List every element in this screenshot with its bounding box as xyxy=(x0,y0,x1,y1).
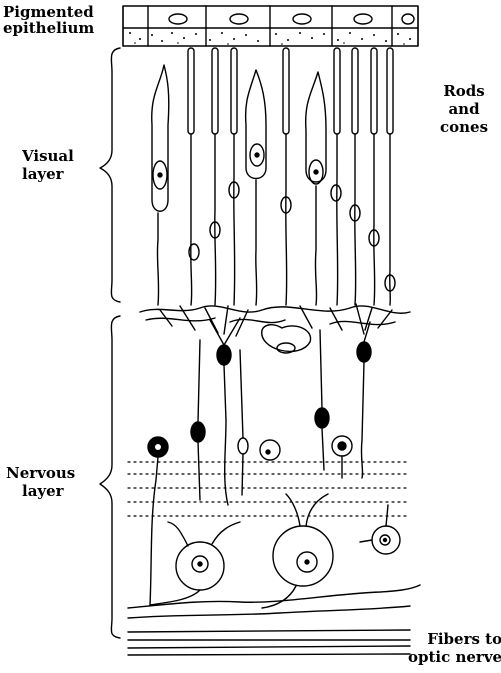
bipolar-cells xyxy=(191,318,371,505)
rod-cell xyxy=(331,48,341,305)
rod-cell xyxy=(281,48,291,305)
rods-label-line1: Rods xyxy=(440,82,488,100)
nervous-layer-brace xyxy=(100,316,120,638)
fibers-label-line1: Fibers to xyxy=(408,630,501,648)
rods-label-line2: and xyxy=(440,100,488,118)
visual-layer-brace xyxy=(100,48,120,302)
ganglion-cells xyxy=(150,494,400,608)
pigment-epithelium-layer xyxy=(123,6,418,46)
pigmented-epithelium-label: Pigmented epithelium xyxy=(3,4,94,36)
inner-plexiform-layer xyxy=(128,462,410,516)
rods-and-cones-label: Rods and cones xyxy=(440,82,488,136)
visual-layer-label: Visual layer xyxy=(22,147,74,183)
rod-cell xyxy=(188,48,199,305)
pigmented-epithelium-line1: Pigmented xyxy=(3,4,94,20)
rods-label-line3: cones xyxy=(440,118,488,136)
cone-cell xyxy=(306,72,326,182)
nervous-layer-line2: layer xyxy=(6,482,75,500)
photoreceptors xyxy=(152,48,395,305)
pigmented-epithelium-line2: epithelium xyxy=(3,20,94,36)
rod-cell xyxy=(229,48,239,305)
fibers-label-line2: optic nerve xyxy=(408,648,501,666)
nervous-layer-label: Nervous layer xyxy=(6,464,75,500)
nervous-layer-line1: Nervous xyxy=(6,464,75,482)
optic-nerve-fibers xyxy=(128,585,420,655)
horizontal-cell xyxy=(262,325,311,352)
fibers-to-optic-nerve-label: Fibers to optic nerve xyxy=(408,630,501,666)
rod-cell xyxy=(210,48,220,305)
rod-cell xyxy=(369,48,379,305)
rod-cell xyxy=(350,48,360,305)
visual-layer-line2: layer xyxy=(22,165,74,183)
rod-cell xyxy=(385,48,395,305)
visual-layer-line1: Visual xyxy=(22,147,74,165)
